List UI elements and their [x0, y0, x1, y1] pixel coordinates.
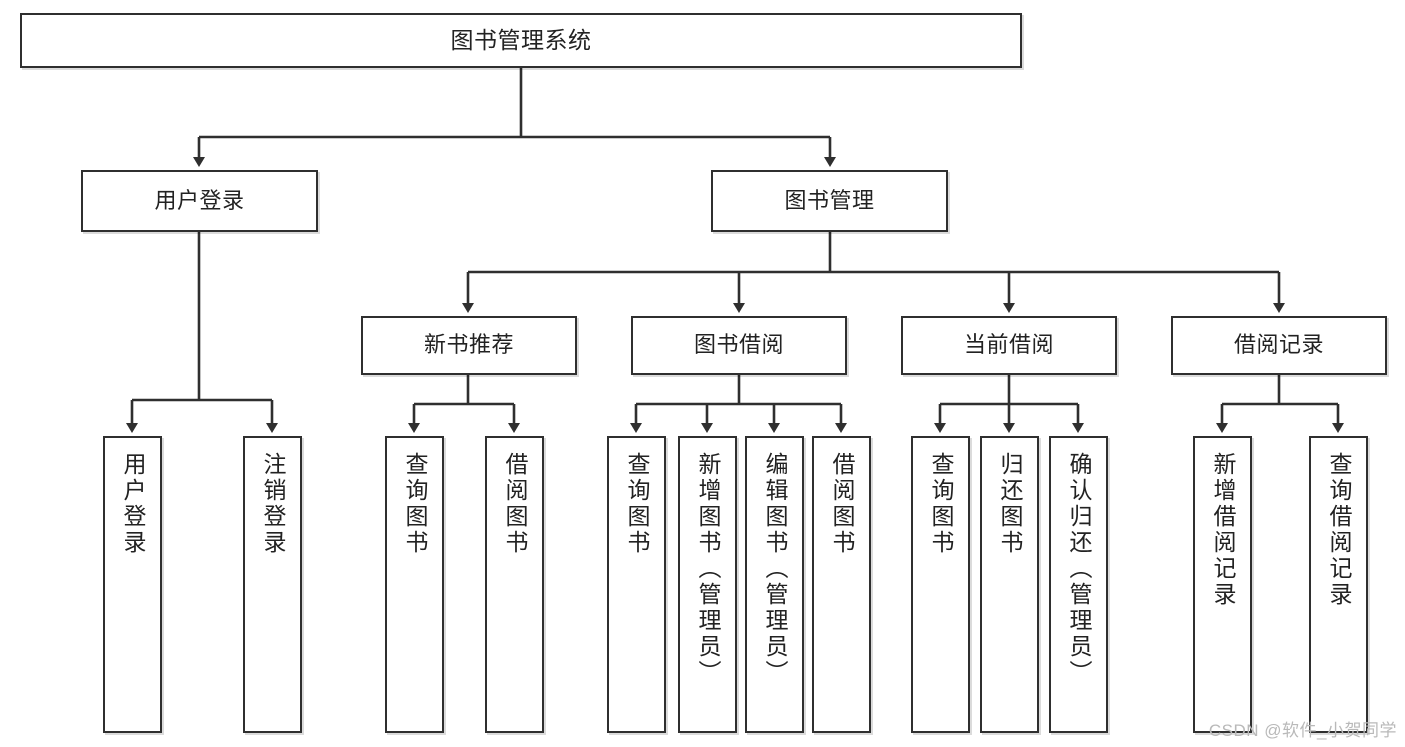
leaf-record-query-record[interactable]: 查询借阅记录: [1309, 436, 1368, 733]
node-label: 借阅图书: [829, 452, 855, 556]
node-root-system[interactable]: 图书管理系统: [20, 13, 1022, 68]
node-label: 借阅记录: [1233, 332, 1324, 358]
node-user-login[interactable]: 用户登录: [81, 170, 318, 232]
leaf-user-login-signin[interactable]: 用户登录: [103, 436, 162, 733]
leaf-current-query-book[interactable]: 查询图书: [911, 436, 970, 733]
leaf-borrow-borrow-book[interactable]: 借阅图书: [812, 436, 871, 733]
node-label: 图书管理系统: [450, 26, 592, 53]
node-label: 编辑图书（管理员）: [762, 452, 788, 686]
node-label: 确认归还（管理员）: [1066, 452, 1092, 686]
node-label: 查询图书: [624, 452, 650, 556]
leaf-current-confirm-return-admin[interactable]: 确认归还（管理员）: [1049, 436, 1108, 733]
node-label: 新增图书（管理员）: [695, 452, 721, 686]
node-label: 查询图书: [402, 452, 428, 556]
leaf-record-add-record[interactable]: 新增借阅记录: [1193, 436, 1252, 733]
watermark-text: CSDN @软件_小贺同学: [1208, 721, 1397, 740]
node-new-book-recommend[interactable]: 新书推荐: [361, 316, 577, 375]
node-borrow-record[interactable]: 借阅记录: [1171, 316, 1387, 375]
node-label: 新增借阅记录: [1210, 452, 1236, 608]
node-label: 当前借阅: [963, 332, 1054, 358]
node-current-borrow[interactable]: 当前借阅: [901, 316, 1117, 375]
leaf-recommend-borrow-book[interactable]: 借阅图书: [485, 436, 544, 733]
leaf-recommend-query-book[interactable]: 查询图书: [385, 436, 444, 733]
node-label: 用户登录: [120, 452, 146, 556]
node-label: 新书推荐: [423, 332, 514, 358]
node-label: 用户登录: [154, 187, 245, 213]
leaf-borrow-add-book-admin[interactable]: 新增图书（管理员）: [678, 436, 737, 733]
node-book-management[interactable]: 图书管理: [711, 170, 948, 232]
node-label: 借阅图书: [502, 452, 528, 556]
leaf-borrow-edit-book-admin[interactable]: 编辑图书（管理员）: [745, 436, 804, 733]
node-label: 图书管理: [784, 187, 875, 213]
node-label: 归还图书: [997, 452, 1023, 556]
leaf-user-login-signout[interactable]: 注销登录: [243, 436, 302, 733]
node-label: 图书借阅: [693, 332, 784, 358]
node-label: 查询借阅记录: [1326, 452, 1352, 608]
node-label: 注销登录: [260, 452, 286, 556]
leaf-borrow-query-book[interactable]: 查询图书: [607, 436, 666, 733]
node-book-borrow[interactable]: 图书借阅: [631, 316, 847, 375]
node-label: 查询图书: [928, 452, 954, 556]
leaf-current-return-book[interactable]: 归还图书: [980, 436, 1039, 733]
